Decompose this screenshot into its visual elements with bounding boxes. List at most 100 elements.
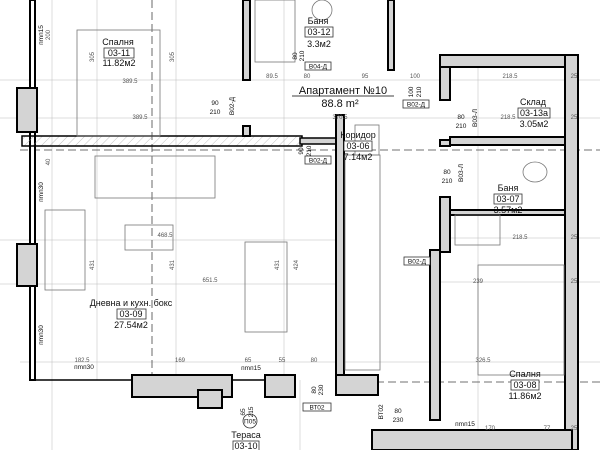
- dimension: 218.5: [512, 235, 528, 241]
- dimension: 90: [298, 147, 305, 155]
- room-03-06: Коридор 03-06 7.14м2: [340, 130, 376, 162]
- dimension: пmп30: [38, 325, 45, 345]
- bed: [76, 29, 161, 137]
- room-code: 03-11: [108, 48, 130, 58]
- dimension: 651.5: [202, 278, 218, 284]
- dimension: 170: [485, 426, 496, 432]
- dimension: пmп15: [455, 421, 475, 428]
- dimension: 55: [279, 358, 286, 364]
- door-tag: ВТ02: [378, 404, 385, 419]
- dimension: 210: [210, 109, 221, 116]
- room-code: 03-07: [496, 194, 519, 204]
- dimension: 80: [311, 386, 318, 394]
- dimension: 169: [175, 358, 186, 364]
- furniture: [44, 0, 565, 376]
- toilet: [522, 161, 548, 183]
- room-03-10: Тераса 03-10: [231, 430, 261, 450]
- dimension: 389.5: [132, 115, 148, 121]
- dimension: 25: [571, 279, 578, 285]
- dimension: 389.5: [122, 79, 138, 85]
- room-name: Спалня: [509, 369, 541, 379]
- room-03-09: Дневна и кухн. бокс 03-09 27.54м2: [90, 298, 173, 330]
- dimension-labels: 389.5 389.5 305 305 90 210 89.5 80 95 10…: [38, 25, 578, 432]
- dimension: 80: [311, 358, 318, 364]
- dimension: 305: [170, 51, 176, 62]
- dimension: 95: [362, 74, 369, 80]
- armchair: [44, 209, 86, 291]
- dimension: 25: [571, 74, 578, 80]
- room-area: 3.05м2: [520, 119, 549, 129]
- room-area: 3.3м2: [307, 39, 331, 49]
- dimension: пmп30: [74, 364, 94, 371]
- door-tag: В02-Д: [309, 158, 328, 165]
- room-03-07: Баня 03-07 3.57м2: [493, 183, 523, 215]
- dimension: 239: [473, 279, 484, 285]
- room-area: 11.86м2: [508, 391, 541, 401]
- dimension: пmп15: [241, 365, 261, 372]
- room-03-12: Баня 03-12 3.3м2: [304, 16, 334, 49]
- dimension: 90: [211, 100, 219, 107]
- apartment-title: Апартамент №10: [299, 85, 387, 97]
- dimension: 25: [571, 426, 578, 432]
- room-name: Дневна и кухн. бокс: [90, 298, 173, 308]
- walls: [16, 0, 579, 450]
- door-tags: В04-Д В02-Д В02-Д В03-Л В03-Л В02-Д В02-…: [229, 61, 479, 420]
- room-code: 03-13а: [520, 108, 548, 118]
- room-area: 11.82м2: [102, 58, 135, 68]
- room-name: Тераса: [231, 430, 261, 440]
- dimension: 210: [416, 86, 423, 97]
- sofa: [94, 155, 216, 199]
- dimension: 80: [394, 408, 402, 415]
- room-code: 03-06: [346, 141, 369, 151]
- shower: [254, 0, 296, 63]
- door-tag: ВТ02: [309, 405, 324, 412]
- door-tag: В02-Д: [229, 96, 236, 115]
- dimension: 326.5: [475, 358, 491, 364]
- door-tag: В03-Л: [458, 164, 465, 182]
- dimension: 40: [46, 158, 52, 165]
- dimension: 100: [410, 74, 421, 80]
- room-03-08: Спалня 03-08 11.86м2: [508, 369, 541, 401]
- dimension: 182.5: [74, 358, 90, 364]
- room-name: Коридор: [340, 130, 376, 140]
- dimension: 431: [275, 259, 281, 270]
- dimension: 210: [442, 178, 453, 185]
- dimension: 80: [292, 52, 299, 60]
- dimension: 215: [248, 406, 255, 417]
- dimension: 210: [306, 145, 313, 156]
- apartment-area: 88.8 m²: [321, 98, 359, 110]
- room-name: Спалня: [102, 37, 134, 47]
- dimension: 80: [443, 169, 451, 176]
- dimension: 25: [571, 115, 578, 121]
- room-code: 03-10: [234, 441, 257, 450]
- window-tag-marker: [242, 413, 258, 429]
- dimension: 218.5: [502, 74, 518, 80]
- room-area: 7.14м2: [344, 152, 373, 162]
- dimension: 468.5: [157, 233, 173, 239]
- dimension: 305: [90, 51, 96, 62]
- door-tag: В03-Л: [472, 109, 479, 127]
- room-03-11: Спалня 03-11 11.82м2: [102, 37, 135, 68]
- dimension: 431: [170, 259, 176, 270]
- kitchen-counter: [344, 154, 381, 371]
- dining-table: [244, 241, 288, 333]
- door-tag: В04-Д: [309, 64, 328, 71]
- door-tag: В02-Д: [407, 102, 426, 109]
- toilet: [311, 0, 333, 21]
- dimension: 100: [408, 86, 415, 97]
- dimension: 431: [90, 259, 96, 270]
- dimension: пmп30: [38, 182, 45, 202]
- dimension: 65: [240, 408, 247, 416]
- dimension: 230: [318, 384, 325, 395]
- window-tag: П05: [244, 419, 256, 426]
- room-name: Баня: [308, 16, 329, 26]
- dimension: 80: [304, 74, 311, 80]
- room-name: Баня: [498, 183, 519, 193]
- room-code: 03-08: [513, 380, 536, 390]
- coffee-table: [124, 224, 174, 251]
- dimension: 80: [457, 114, 465, 121]
- dimension: 230: [393, 417, 404, 424]
- dimension: пmп15: [38, 25, 45, 45]
- bed: [477, 264, 565, 376]
